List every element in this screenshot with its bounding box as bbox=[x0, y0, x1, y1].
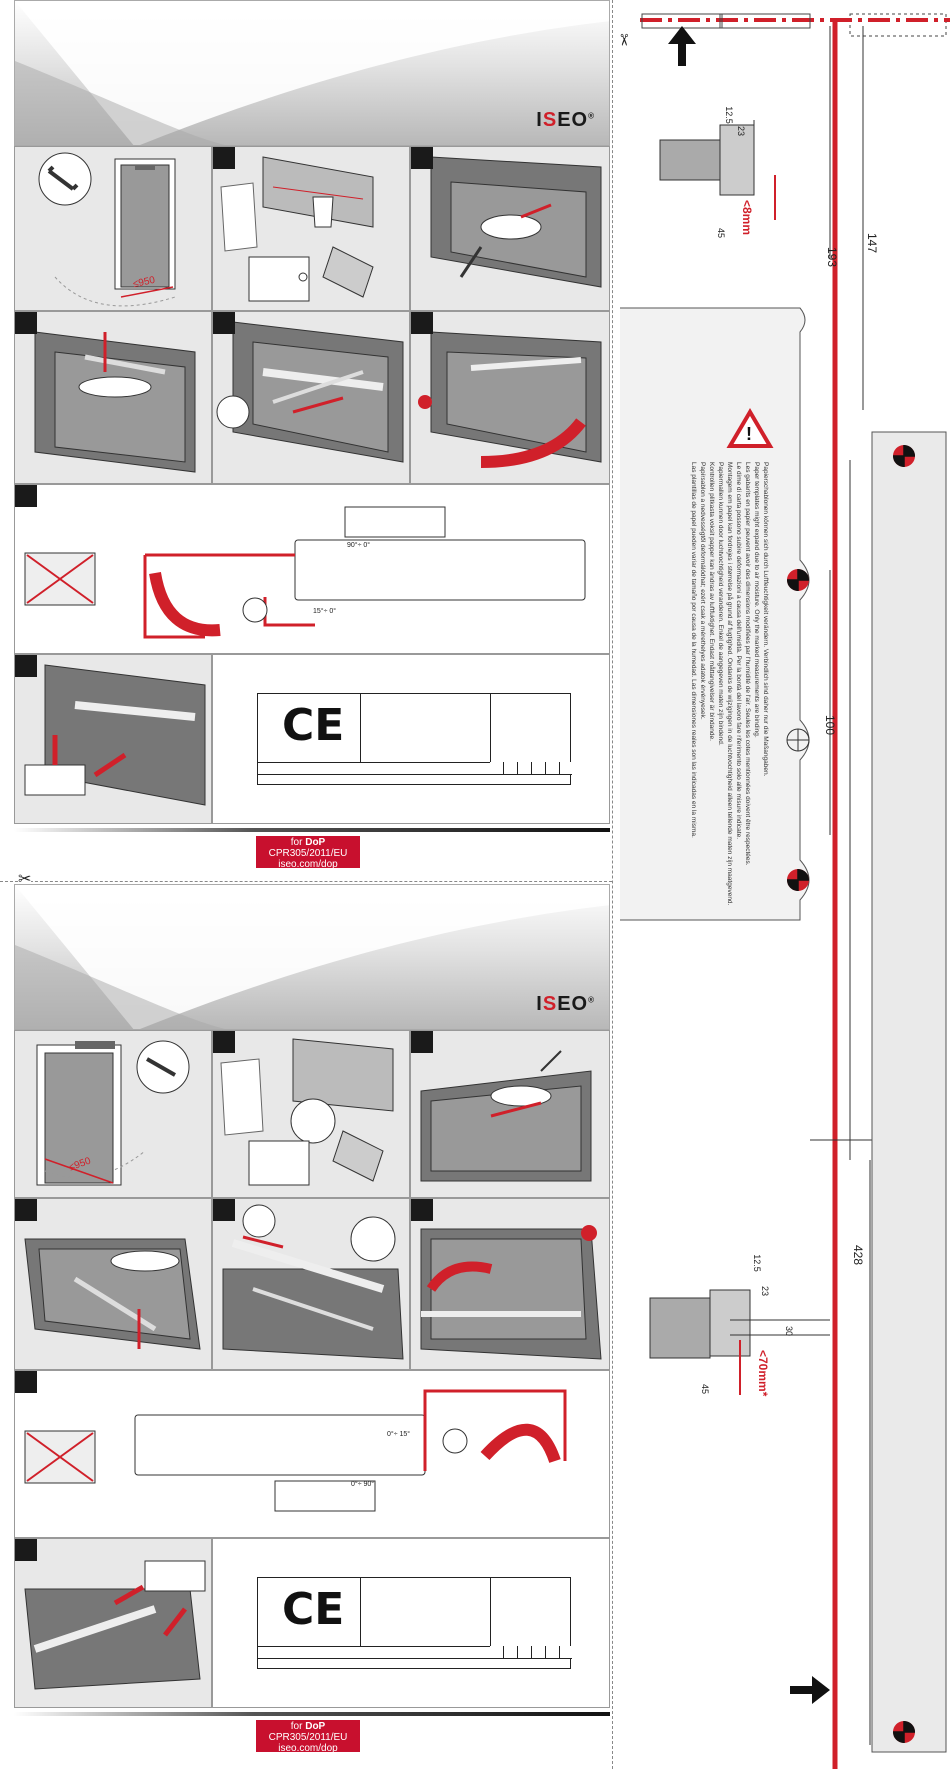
dop-badge[interactable]: for DoP CPR305/2011/EU iseo.com/dop bbox=[256, 1720, 360, 1754]
step-panel-cover bbox=[14, 654, 212, 824]
notice-line: Papírsablon a nedvességtől deformálódhat… bbox=[699, 462, 706, 720]
step-panel-template bbox=[212, 1030, 410, 1198]
step-marker bbox=[411, 147, 433, 169]
footer-bar bbox=[14, 1712, 610, 1716]
ce-label-table: CE bbox=[257, 693, 572, 785]
dim-147: 147 bbox=[865, 232, 880, 254]
dim-23-top: 23 bbox=[736, 125, 747, 137]
gap-bottom-label: <70mm* bbox=[756, 1350, 770, 1397]
notice-line: Papiermallen kunnen door luchtvochtighei… bbox=[717, 462, 724, 746]
step-marker bbox=[15, 485, 37, 507]
step-panel-speed-adjust: 90°÷ 0° 15°÷ 0° bbox=[14, 484, 610, 654]
step-panel-mount-arm bbox=[14, 311, 212, 484]
step-marker bbox=[411, 312, 433, 334]
ce-mark: CE bbox=[282, 1584, 345, 1635]
dim-30-bot: 30 bbox=[784, 1325, 795, 1337]
angle-label-b: 15°÷ 0° bbox=[313, 608, 337, 615]
dim-23-bot: 23 bbox=[760, 1285, 771, 1297]
angle-label-b: 0°÷ 90° bbox=[351, 1481, 375, 1488]
step-panel-mount-arm bbox=[14, 1198, 212, 1370]
header-banner: ISEO® bbox=[14, 0, 610, 146]
step-panel-overview: ≤950 bbox=[14, 146, 212, 311]
step-panel-fit-body bbox=[212, 1198, 410, 1370]
dim-45-top: 45 bbox=[716, 227, 727, 239]
dim-12-5-bot: 12.5 bbox=[751, 1254, 762, 1272]
step-marker bbox=[15, 1371, 37, 1393]
notice-line: Las plantillas de papel pueden variar de… bbox=[690, 462, 697, 838]
dim-193: 193 bbox=[825, 246, 840, 268]
step-panel-drill bbox=[410, 1030, 610, 1198]
gap-top-label: <8mm bbox=[740, 200, 754, 236]
notice-line: Paper templates might expand due to air … bbox=[753, 462, 760, 738]
drilling-template: ! bbox=[620, 13, 950, 1769]
iseo-logo: ISEO® bbox=[536, 109, 595, 131]
step-marker bbox=[213, 1031, 235, 1053]
step-panel-adjust-arm bbox=[410, 311, 610, 484]
notice-line: Le dime di carta possono subire deformaz… bbox=[735, 462, 742, 839]
ce-label-table: CE bbox=[257, 1577, 572, 1669]
header-banner: ISEO® bbox=[14, 884, 610, 1030]
dim-12-5-top: 12.5 bbox=[723, 106, 734, 124]
cut-line-vertical bbox=[612, 0, 613, 1769]
step-marker bbox=[213, 1199, 235, 1221]
dim-100: 100 bbox=[823, 714, 838, 736]
iseo-logo: ISEO® bbox=[536, 993, 595, 1015]
angle-label-a: 90°÷ 0° bbox=[347, 542, 371, 549]
dim-428: 428 bbox=[851, 1244, 866, 1266]
angle-label-a: 0°÷ 15° bbox=[387, 1431, 411, 1438]
step-marker bbox=[411, 1031, 433, 1053]
step-marker bbox=[15, 655, 37, 677]
header-swoosh bbox=[15, 1, 609, 145]
footer-bar bbox=[14, 828, 610, 832]
step-marker bbox=[411, 1199, 433, 1221]
step-panel-speed-adjust: 0°÷ 15° 0°÷ 90° bbox=[14, 1370, 610, 1538]
notice-line: Les gabarits en papier peuvent avoir des… bbox=[744, 462, 751, 866]
dop-badge[interactable]: for DoP CPR305/2011/EU iseo.com/dop bbox=[256, 836, 360, 870]
ce-panel: CE bbox=[212, 1538, 610, 1708]
svg-text:!: ! bbox=[746, 424, 752, 444]
notice-line: Kontrollen plitkasta voksit papper kan ä… bbox=[708, 462, 715, 741]
step-panel-drill bbox=[410, 146, 610, 311]
step-panel-template bbox=[212, 146, 410, 311]
ce-panel: CE bbox=[212, 654, 610, 824]
step-marker bbox=[15, 1539, 37, 1561]
cut-line-horizontal bbox=[0, 881, 612, 882]
ce-mark: CE bbox=[282, 700, 345, 751]
step-marker bbox=[213, 147, 235, 169]
step-marker bbox=[213, 312, 235, 334]
step-marker bbox=[15, 312, 37, 334]
step-panel-fit-body bbox=[212, 311, 410, 484]
dim-45-bot: 45 bbox=[700, 1383, 711, 1395]
notice-line: Papierschablonen können sich durch Luftf… bbox=[762, 462, 769, 777]
notice-line: Montagem em papel kan fordrejes i større… bbox=[726, 462, 733, 906]
template-notice: Papierschablonen können sich durch Luftf… bbox=[689, 462, 770, 905]
step-panel-cover bbox=[14, 1538, 212, 1708]
step-marker bbox=[15, 1199, 37, 1221]
step-panel-overview: ≤950 bbox=[14, 1030, 212, 1198]
step-panel-adjust-arm bbox=[410, 1198, 610, 1370]
